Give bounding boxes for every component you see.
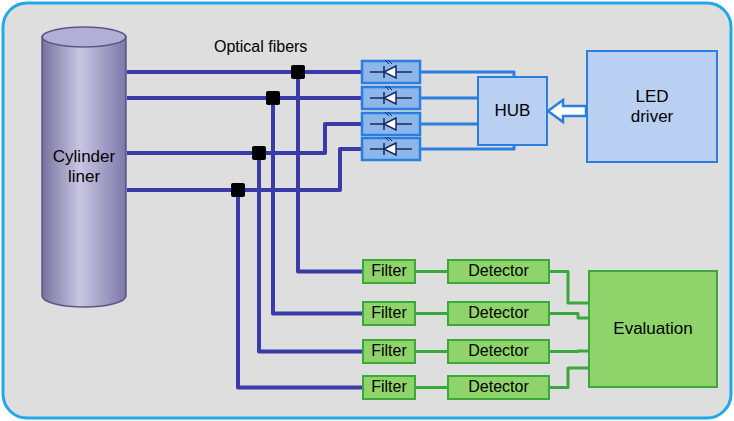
detector-box: Detector [447,339,550,364]
filter-box: Filter [362,259,416,284]
wire [420,97,478,100]
signal-line [416,313,447,314]
fiber-coupler [291,65,305,79]
connector-path [416,386,447,389]
optical-fiber [127,91,362,314]
led-lead [370,92,412,104]
evaluation-box: Evaluation [588,270,718,388]
cylinder-liner: Cylinder liner [41,26,127,308]
node-text: LED driver [620,87,684,126]
signal-line [416,387,447,388]
connector-path [127,153,362,352]
connector-path [127,98,362,314]
node-text: Detector [468,378,528,396]
led-lead [370,66,412,78]
connector-path [127,190,362,388]
connector-path [416,312,447,315]
hub-box: HUB [477,76,548,146]
detector-box: Detector [447,301,550,326]
signal-line [550,368,588,388]
node-text: Filter [371,342,407,360]
led-symbol [362,112,420,135]
filter-box: Filter [362,301,416,326]
led-lead [370,118,412,130]
node-text: Detector [468,262,528,280]
led-diode [384,66,396,78]
led-box [362,113,420,135]
detector-box: Detector [447,259,550,284]
arrow-shape [548,100,586,122]
fiber-label: Optical fibers [214,38,307,56]
connector-path [550,350,588,354]
filter-box: Filter [362,339,416,364]
filter-box: Filter [362,375,416,400]
connector-path [416,350,447,353]
connector-path [550,368,588,388]
led-box [362,61,420,83]
led-group [362,60,420,160]
wire [420,123,478,126]
led-box [362,87,420,109]
signal-line [550,351,588,353]
led-diode [384,143,396,155]
led-emission [385,112,392,116]
optical-fiber [127,65,362,272]
connector-path [550,272,588,304]
signal-line [550,314,588,319]
signal-line [550,272,588,304]
led-symbol [362,60,420,83]
signal-line [416,271,447,272]
node-text: Evaluation [613,319,692,339]
system-panel [3,3,731,418]
fiber-line [273,96,362,100]
node-text: Filter [371,378,407,396]
signal-line [416,351,447,352]
connector-path [550,314,588,319]
optical-fiber [127,146,362,352]
cylinder-top [42,27,126,47]
node-text: Cylinder liner [41,147,127,186]
detector-box: Detector [447,375,550,400]
node-text: Filter [371,262,407,280]
led-emission [385,137,392,141]
control-arrow [548,100,586,122]
led-symbol [362,137,420,160]
fiber-coupler [231,183,245,197]
node-text: HUB [495,101,531,121]
node-text: Detector [468,342,528,360]
led-box [362,138,420,160]
led-driver-box: LED driver [586,50,718,163]
led-emission [385,60,392,64]
fiber-line [298,70,362,74]
led-diode [384,92,396,104]
led-lead [370,143,412,155]
node-text: Filter [371,304,407,322]
fiber-coupler [266,91,280,105]
led-symbol [362,86,420,109]
node-text: Detector [468,304,528,322]
led-diode [384,118,396,130]
optical-fiber [127,183,362,388]
fiber-coupler [252,146,266,160]
connector-path [416,270,447,273]
connector-path [127,72,362,272]
led-emission [385,86,392,90]
